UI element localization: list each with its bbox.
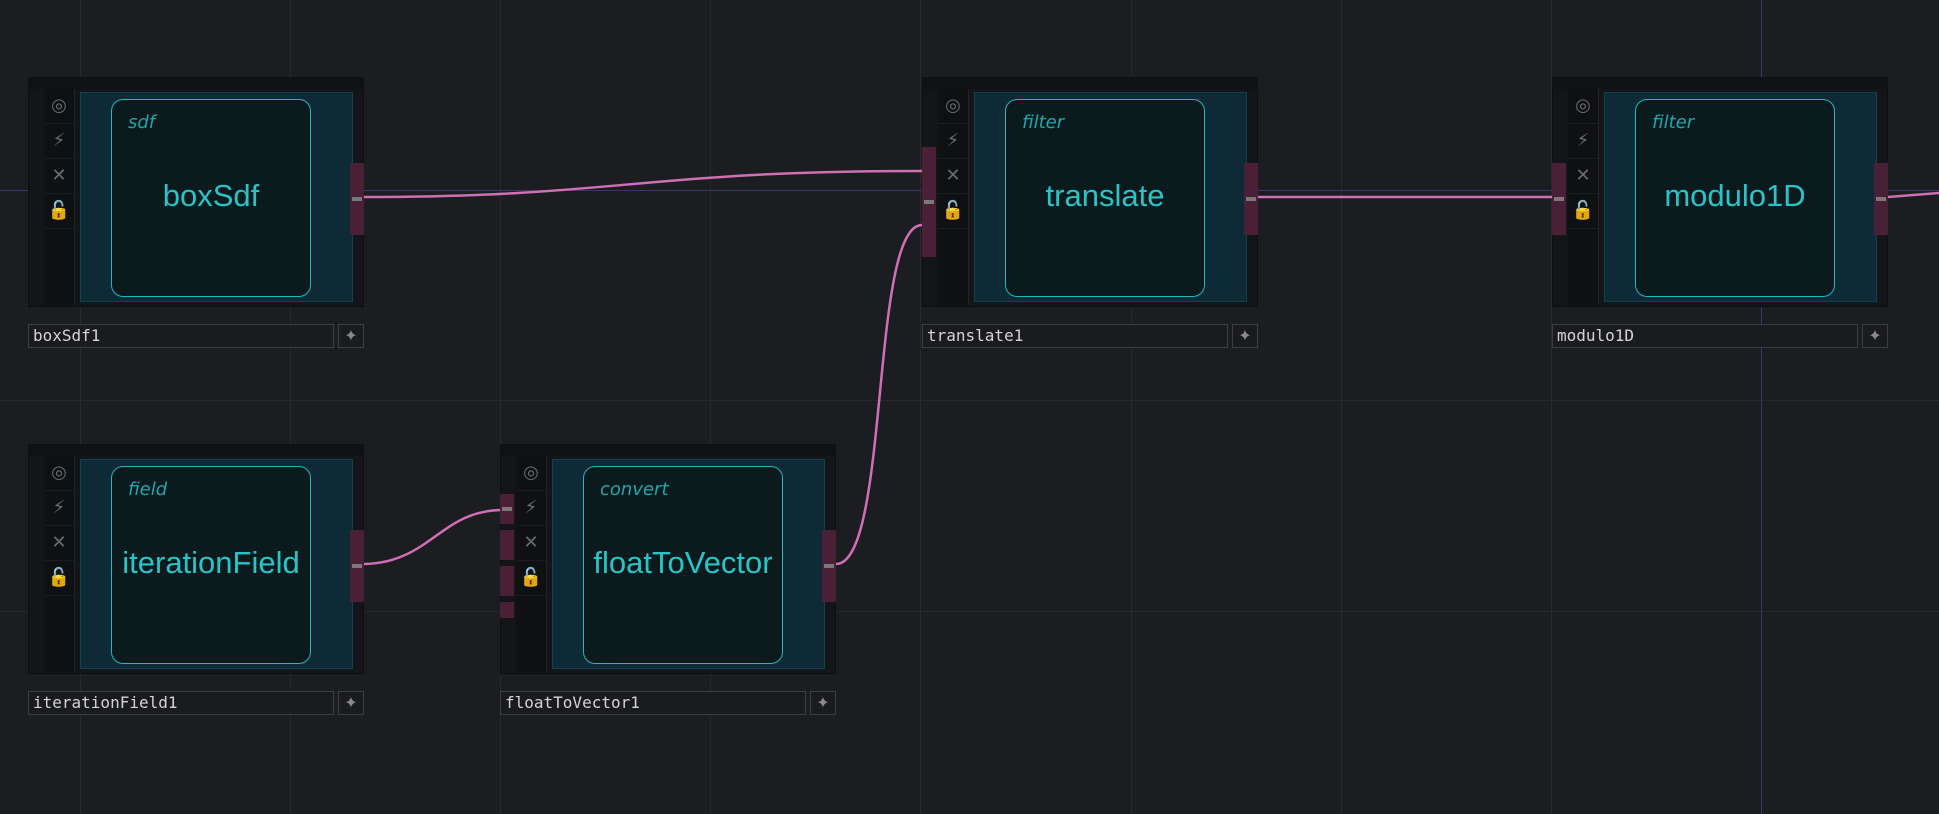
viewer-icon[interactable]: ◎ xyxy=(516,456,546,491)
node-title: translate xyxy=(1045,178,1165,213)
node-tile[interactable]: filter modulo1D xyxy=(1635,99,1835,297)
node-modulo1D[interactable]: ◎ ⚡ ✕ 🔓 filter modulo1D modulo1D ✦ xyxy=(1552,77,1888,351)
grid-line xyxy=(710,0,711,814)
node-topbar xyxy=(500,444,836,456)
grid-line xyxy=(290,0,291,814)
node-tile[interactable]: sdf boxSdf xyxy=(111,99,311,297)
output-port[interactable] xyxy=(350,163,364,235)
add-parameter-button[interactable]: ✦ xyxy=(1232,324,1258,348)
input-port[interactable] xyxy=(1552,163,1566,235)
viewer-icon[interactable]: ◎ xyxy=(938,89,968,124)
delete-icon[interactable]: ✕ xyxy=(516,526,546,561)
node-body: filter modulo1D xyxy=(1604,92,1877,302)
node-name-field[interactable]: floatToVector1 xyxy=(500,691,806,715)
node-title: boxSdf xyxy=(162,178,260,213)
input-port-2[interactable] xyxy=(500,530,514,560)
viewer-icon[interactable]: ◎ xyxy=(44,89,74,124)
node-title: iterationField xyxy=(122,545,300,580)
node-topbar xyxy=(28,444,364,456)
node-name-field[interactable]: iterationField1 xyxy=(28,691,334,715)
lock-icon[interactable]: 🔓 xyxy=(44,561,74,596)
lock-icon[interactable]: 🔓 xyxy=(516,561,546,596)
input-port-1[interactable] xyxy=(500,494,514,524)
node-name-field[interactable]: boxSdf1 xyxy=(28,324,334,348)
node-iterationField1[interactable]: ◎ ⚡ ✕ 🔓 field iterationField iterationFi… xyxy=(28,444,364,718)
node-family-label: filter xyxy=(1652,112,1695,133)
wire-modulo1D-out[interactable] xyxy=(1887,191,1939,199)
node-body: filter translate xyxy=(974,92,1247,302)
add-parameter-button[interactable]: ✦ xyxy=(1862,324,1888,348)
input-port[interactable] xyxy=(922,147,936,257)
wire-boxSdf-to-translate[interactable] xyxy=(361,169,923,199)
input-port-3[interactable] xyxy=(500,566,514,596)
node-topbar xyxy=(922,77,1258,89)
node-title: floatToVector xyxy=(593,545,773,580)
grid-line xyxy=(1341,0,1342,814)
grid-line xyxy=(1131,0,1132,814)
node-body: convert floatToVector xyxy=(552,459,825,669)
grid-line xyxy=(1551,0,1552,814)
wire-iterationField-to-floatToVector[interactable] xyxy=(361,508,504,566)
node-family-label: convert xyxy=(600,479,669,500)
node-boxSdf1[interactable]: ◎ ⚡ ✕ 🔓 sdf boxSdf boxSdf1 ✦ xyxy=(28,77,364,351)
grid-line xyxy=(80,0,81,814)
bypass-icon[interactable]: ⚡ xyxy=(516,491,546,526)
delete-icon[interactable]: ✕ xyxy=(1568,159,1598,194)
node-name-field[interactable]: translate1 xyxy=(922,324,1228,348)
wire-floatToVector-to-translate[interactable] xyxy=(835,223,923,566)
add-parameter-button[interactable]: ✦ xyxy=(338,691,364,715)
output-port[interactable] xyxy=(1244,163,1258,235)
node-tile[interactable]: convert floatToVector xyxy=(583,466,783,664)
viewer-icon[interactable]: ◎ xyxy=(1568,89,1598,124)
lock-icon[interactable]: 🔓 xyxy=(44,194,74,229)
delete-icon[interactable]: ✕ xyxy=(938,159,968,194)
lock-icon[interactable]: 🔓 xyxy=(938,194,968,229)
bypass-icon[interactable]: ⚡ xyxy=(1568,124,1598,159)
bypass-icon[interactable]: ⚡ xyxy=(44,491,74,526)
delete-icon[interactable]: ✕ xyxy=(44,526,74,561)
node-toolbar: ◎ ⚡ ✕ 🔓 xyxy=(938,89,969,305)
output-port[interactable] xyxy=(822,530,836,602)
node-topbar xyxy=(1552,77,1888,89)
grid-line xyxy=(0,400,1939,401)
node-family-label: field xyxy=(128,479,168,500)
node-tile[interactable]: field iterationField xyxy=(111,466,311,664)
node-toolbar: ◎ ⚡ ✕ 🔓 xyxy=(44,89,75,305)
grid-line xyxy=(500,0,501,814)
node-body: field iterationField xyxy=(80,459,353,669)
node-name-field[interactable]: modulo1D xyxy=(1552,324,1858,348)
input-port-4[interactable] xyxy=(500,602,514,618)
grid-line xyxy=(0,611,1939,612)
node-title: modulo1D xyxy=(1664,178,1806,213)
node-topbar xyxy=(28,77,364,89)
node-toolbar: ◎ ⚡ ✕ 🔓 xyxy=(1568,89,1599,305)
grid-line xyxy=(920,0,921,814)
output-port[interactable] xyxy=(350,530,364,602)
node-tile[interactable]: filter translate xyxy=(1005,99,1205,297)
node-family-label: sdf xyxy=(128,112,156,133)
delete-icon[interactable]: ✕ xyxy=(44,159,74,194)
lock-icon[interactable]: 🔓 xyxy=(1568,194,1598,229)
bypass-icon[interactable]: ⚡ xyxy=(44,124,74,159)
viewer-icon[interactable]: ◎ xyxy=(44,456,74,491)
node-floatToVector1[interactable]: ◎ ⚡ ✕ 🔓 convert floatToVector floatToVec… xyxy=(500,444,836,718)
node-toolbar: ◎ ⚡ ✕ 🔓 xyxy=(516,456,547,672)
node-body: sdf boxSdf xyxy=(80,92,353,302)
bypass-icon[interactable]: ⚡ xyxy=(938,124,968,159)
origin-guide-vertical xyxy=(1761,0,1762,814)
output-port[interactable] xyxy=(1874,163,1888,235)
node-toolbar: ◎ ⚡ ✕ 🔓 xyxy=(44,456,75,672)
add-parameter-button[interactable]: ✦ xyxy=(338,324,364,348)
add-parameter-button[interactable]: ✦ xyxy=(810,691,836,715)
node-family-label: filter xyxy=(1022,112,1065,133)
node-translate1[interactable]: ◎ ⚡ ✕ 🔓 filter translate translate1 ✦ xyxy=(922,77,1258,351)
